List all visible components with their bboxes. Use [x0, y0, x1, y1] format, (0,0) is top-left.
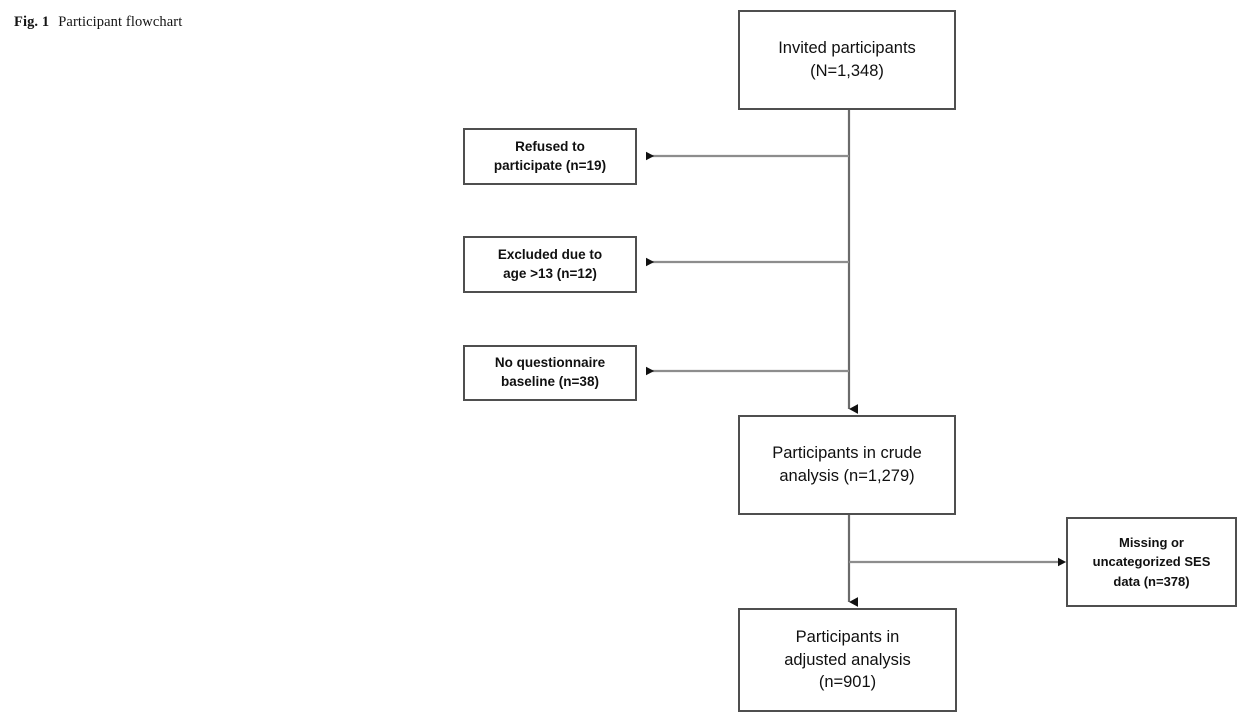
node-line: participate (n=19): [493, 157, 607, 173]
node-line: Excluded due to: [497, 246, 603, 262]
node-line: Missing or: [1118, 534, 1184, 550]
node-no-questionnaire-baseline[interactable]: No questionnaire baseline (n=38): [463, 345, 637, 401]
node-line: No questionnaire: [494, 355, 606, 371]
node-line: data (n=378): [1113, 573, 1190, 589]
figure-caption-text: Participant flowchart: [58, 14, 183, 30]
node-refused-to-participate[interactable]: Refused to participate (n=19): [463, 128, 637, 185]
node-excluded-due-to-age[interactable]: Excluded due to age >13 (n=12): [463, 236, 637, 293]
node-line: (n=901): [818, 673, 877, 692]
figure-number: Fig. 1: [14, 14, 50, 30]
node-line: Participants in: [795, 627, 900, 646]
node-line: Invited participants: [778, 39, 916, 58]
node-line: Participants in crude: [772, 444, 922, 463]
node-participants-in-crude-analysis[interactable]: Participants in crude analysis (n=1,279): [738, 415, 956, 515]
node-line: age >13 (n=12): [503, 265, 597, 281]
node-invited-participants[interactable]: Invited participants (N=1,348): [738, 10, 956, 110]
node-missing-or-uncategorized-ses-data[interactable]: Missing or uncategorized SES data (n=378…: [1066, 517, 1237, 607]
figure-caption: Fig. 1 Participant flowchart: [14, 14, 182, 31]
node-line: baseline (n=38): [501, 374, 599, 389]
node-participants-in-adjusted-analysis[interactable]: Participants in adjusted analysis (n=901…: [738, 608, 957, 712]
node-line: (N=1,348): [810, 62, 884, 80]
node-line: analysis (n=1,279): [779, 467, 915, 485]
node-line: Refused to: [515, 138, 585, 154]
node-line: adjusted analysis: [784, 650, 911, 669]
node-line: uncategorized SES: [1092, 554, 1211, 570]
